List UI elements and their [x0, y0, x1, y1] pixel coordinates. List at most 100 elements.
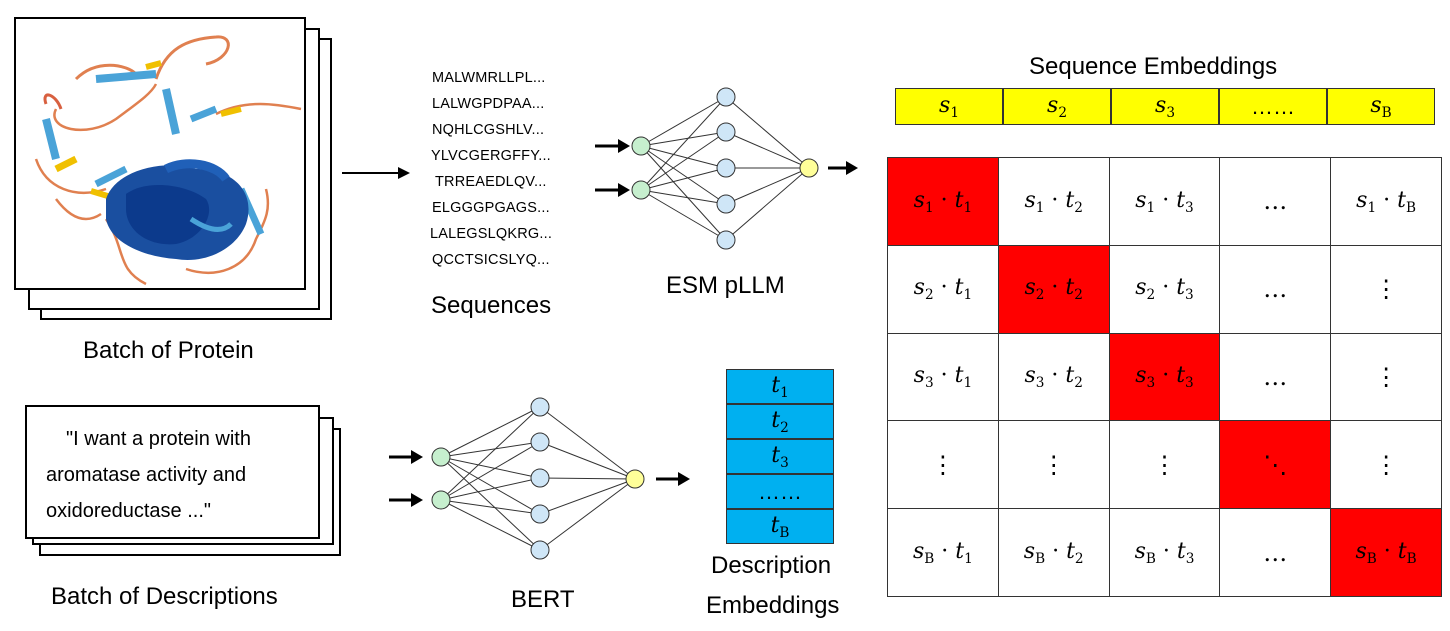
matrix-cell: s2 · t3	[1108, 244, 1221, 334]
matrix-cell-text: ⋮	[1374, 362, 1399, 391]
protein-to-sequences-arrow	[342, 167, 410, 179]
sequence-embedding-cell: ……	[1219, 88, 1327, 125]
descriptions-batch-label: Batch of Descriptions	[51, 583, 278, 610]
matrix-cell: s3 · t3	[1108, 332, 1221, 422]
matrix-cell-product: s2 · t2	[1024, 275, 1083, 304]
matrix-cell: s1 · tB	[1330, 157, 1442, 246]
description-embeddings-label-line1: Description	[711, 552, 832, 579]
matrix-cell-product: sB · t1	[912, 538, 973, 567]
esm-hidden-node	[716, 122, 736, 142]
protein-batch-label: Batch of Protein	[83, 337, 254, 364]
matrix-cell: ⋮	[997, 420, 1110, 510]
description-line: oxidoreductase ..."	[46, 500, 211, 522]
matrix-cell: ⋮	[1330, 420, 1442, 510]
bert-network-edges	[440, 406, 636, 551]
sequence-embedding-cell: s3	[1111, 88, 1219, 125]
matrix-cell-product: s1 · tB	[1356, 187, 1416, 216]
matrix-cell: s2 · t1	[887, 244, 999, 334]
matrix-cell: sB · tB	[1330, 508, 1442, 597]
matrix-cell-product: sB · t3	[1134, 538, 1195, 567]
sequence-item: TRREAEDLQV...	[435, 174, 547, 190]
description-embedding-cell: ……	[726, 474, 834, 509]
esm-network-edges	[640, 96, 810, 241]
matrix-cell-text: ⋮	[1152, 450, 1177, 479]
sequence-item: LALWGPDPAA...	[432, 96, 545, 112]
matrix-cell: sB · t3	[1108, 508, 1221, 597]
matrix-cell-text: ⋮	[1374, 275, 1399, 304]
matrix-cell: s1 · t1	[887, 157, 999, 246]
matrix-cell-text: …	[1263, 538, 1288, 567]
matrix-cell-product: s1 · t2	[1024, 187, 1083, 216]
description-embedding-cell: tB	[726, 509, 834, 544]
sequence-embedding-cell: s2	[1003, 88, 1111, 125]
sequence-item: ELGGGPGAGS...	[432, 200, 550, 216]
esm-hidden-node	[716, 158, 736, 178]
matrix-cell-text: …	[1263, 275, 1288, 304]
matrix-cell-text: …	[1263, 362, 1288, 391]
bert-output-node	[625, 469, 645, 489]
matrix-cell-product: sB · tB	[1355, 538, 1417, 567]
bert-input-node	[431, 447, 451, 467]
matrix-cell: s1 · t2	[997, 157, 1110, 246]
matrix-cell-product: s1 · t3	[1135, 187, 1194, 216]
description-card	[25, 405, 320, 539]
bert-hidden-node	[530, 432, 550, 452]
protein-structure-image	[34, 35, 302, 286]
sequence-item: YLVCGERGFFY...	[431, 148, 551, 164]
matrix-cell-product: s3 · t3	[1135, 363, 1194, 391]
sequence-item: QCCTSICSLYQ...	[432, 252, 550, 268]
matrix-cell-text: …	[1263, 187, 1288, 216]
matrix-cell-text: ⋱	[1263, 450, 1288, 479]
description-embeddings-label-line2: Embeddings	[706, 592, 840, 619]
sequence-item: MALWMRLLPL...	[432, 70, 546, 86]
matrix-cell-product: s1 · t1	[913, 187, 973, 216]
esm-model-label: ESM pLLM	[666, 272, 785, 299]
esm-output-node	[799, 158, 819, 178]
matrix-cell: s1 · t3	[1108, 157, 1221, 246]
sequence-embedding-cell: sB	[1327, 88, 1435, 125]
matrix-cell-product: s2 · t3	[1135, 275, 1194, 304]
matrix-cell: s3 · t1	[887, 332, 999, 422]
sequences-label: Sequences	[431, 292, 552, 319]
description-embedding-cell: t1	[726, 369, 834, 404]
matrix-cell-text: ⋮	[1041, 450, 1066, 479]
matrix-cell: ⋮	[1330, 244, 1442, 334]
matrix-cell: …	[1219, 332, 1332, 422]
description-line: aromatase activity and	[46, 464, 247, 486]
matrix-cell: ⋮	[887, 420, 999, 510]
esm-network-diagram	[595, 87, 858, 250]
bert-input-node	[431, 490, 451, 510]
bert-hidden-node	[530, 468, 550, 488]
bert-model-label: BERT	[511, 586, 575, 613]
matrix-cell: …	[1219, 157, 1332, 246]
similarity-matrix: s1 · t1 s1 · t2 s1 · t3 … s1 · tB s2 · t1 s2 ·…	[887, 157, 1442, 597]
matrix-cell-product: s3 · t1	[913, 363, 973, 391]
esm-hidden-node	[716, 230, 736, 250]
esm-hidden-node	[716, 87, 736, 107]
matrix-cell: ⋮	[1108, 420, 1221, 510]
protein-structure-card	[14, 17, 306, 290]
matrix-cell-product: s2 · t1	[913, 275, 973, 304]
bert-network-diagram	[389, 397, 690, 560]
bert-hidden-node	[530, 540, 550, 560]
matrix-cell: s2 · t2	[997, 244, 1110, 334]
description-line: "I want a protein with	[66, 428, 251, 450]
matrix-cell: sB · t2	[997, 508, 1110, 597]
sequence-item: NQHLCGSHLV...	[432, 122, 545, 138]
matrix-cell: …	[1219, 508, 1332, 597]
bert-hidden-node	[530, 397, 550, 417]
esm-input-node	[631, 136, 651, 156]
bert-hidden-node	[530, 504, 550, 524]
matrix-cell: ⋮	[1330, 332, 1442, 422]
matrix-cell: ⋱	[1219, 420, 1332, 510]
matrix-cell: s3 · t2	[997, 332, 1110, 422]
description-embedding-cell: t2	[726, 404, 834, 439]
description-embedding-cell: t3	[726, 439, 834, 474]
sequence-embedding-cell: s1	[895, 88, 1003, 125]
matrix-cell: …	[1219, 244, 1332, 334]
sequence-embeddings-title: Sequence Embeddings	[1029, 53, 1278, 80]
matrix-cell-text: ⋮	[1374, 450, 1399, 479]
matrix-cell: sB · t1	[887, 508, 999, 597]
esm-input-node	[631, 180, 651, 200]
matrix-cell-product: sB · t2	[1023, 538, 1084, 567]
